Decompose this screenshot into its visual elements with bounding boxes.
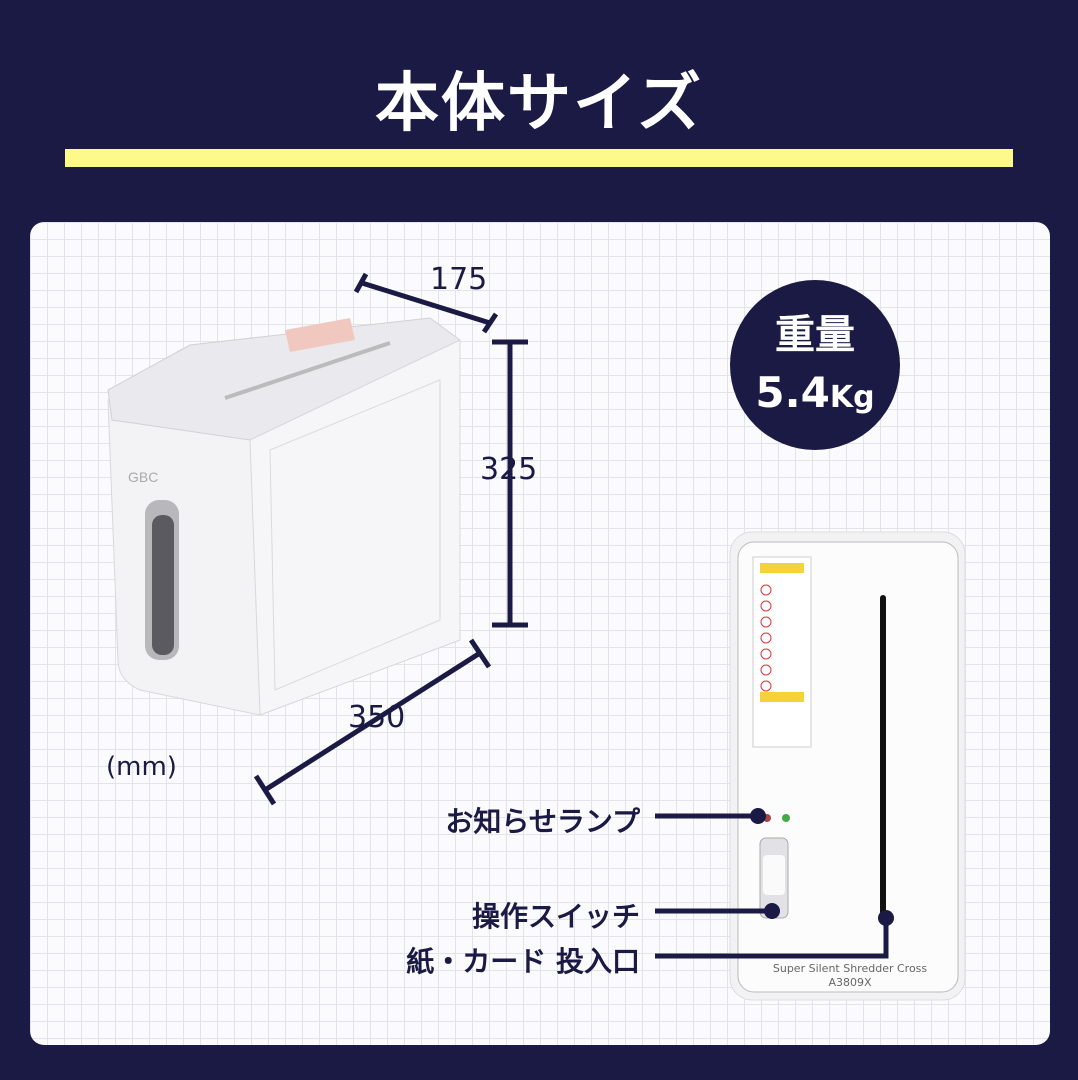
dimension-unit: (mm) <box>106 752 177 782</box>
dimension-lines <box>253 272 528 806</box>
dimension-depth: 350 <box>348 700 406 735</box>
dimension-width: 175 <box>430 262 488 297</box>
title-underline <box>65 149 1013 167</box>
product-name: Super Silent Shredder Cross <box>772 962 928 975</box>
callout-lines <box>655 813 889 959</box>
brand-logo: GBC <box>128 469 158 485</box>
weight-value: 5.4 <box>755 368 830 417</box>
weight-badge: 重量 5.4Kg <box>730 280 900 450</box>
weight-label: 重量 <box>775 312 855 358</box>
shredder-front-view <box>729 531 966 1001</box>
shredder-perspective: GBC <box>107 317 461 716</box>
callout-slot: 紙・カード 投入口 <box>406 945 640 978</box>
weight-unit: Kg <box>829 380 875 415</box>
callout-switch: 操作スイッチ <box>471 900 640 933</box>
page-title: 本体サイズ <box>374 67 704 141</box>
callout-lamp: お知らせランプ <box>445 805 640 838</box>
dimension-height: 325 <box>480 452 538 487</box>
product-model: A3809X <box>828 976 872 989</box>
